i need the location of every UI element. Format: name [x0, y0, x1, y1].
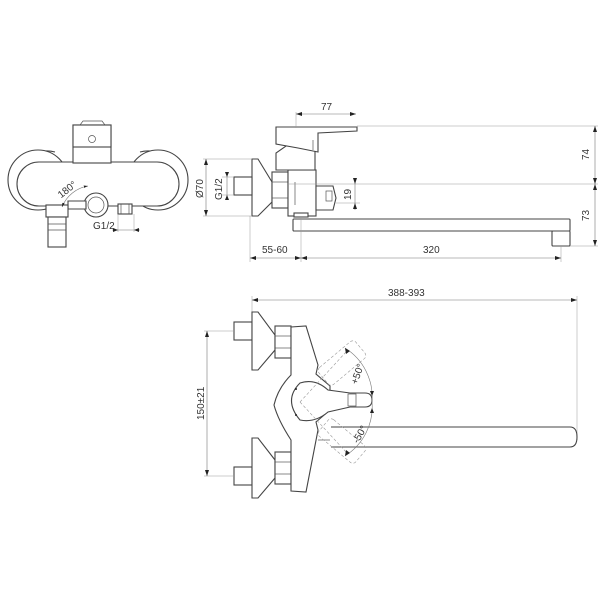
- spout-length-label: 320: [423, 245, 440, 256]
- top-spout: [331, 426, 578, 448]
- front-view: 180° G1/2: [7, 120, 189, 248]
- side-rosette: [251, 158, 273, 217]
- side-spout: [292, 218, 571, 232]
- inlet-thread-label: G1/2: [214, 178, 225, 200]
- swing-plus-label: +50°: [349, 363, 367, 386]
- height-bottom-label: 73: [581, 209, 592, 221]
- lever-length-label: 77: [321, 102, 333, 113]
- rosette-diameter-label: Ø70: [195, 179, 206, 198]
- side-lever: [275, 126, 358, 153]
- side-body: [287, 169, 317, 217]
- aerator: [551, 230, 571, 247]
- outlet-offset-label: 19: [343, 188, 354, 200]
- hose-outlet: [47, 216, 67, 248]
- inlet-pipe: [233, 176, 253, 196]
- height-top-label: 74: [581, 148, 592, 160]
- top-lever: [290, 381, 373, 422]
- top-view: 388-393 +50° -50°: [196, 288, 578, 499]
- screw-icon: [88, 135, 96, 143]
- side-view: 77 74 73 19 Ø70 G1/2: [195, 102, 598, 262]
- wall-distance-label: 55-60: [262, 245, 288, 256]
- diverter-knob: [83, 192, 109, 218]
- overall-projection-label: 388-393: [388, 288, 425, 299]
- front-thread-label: G1/2: [93, 221, 115, 232]
- inlet-centres-label: 150±21: [196, 386, 207, 420]
